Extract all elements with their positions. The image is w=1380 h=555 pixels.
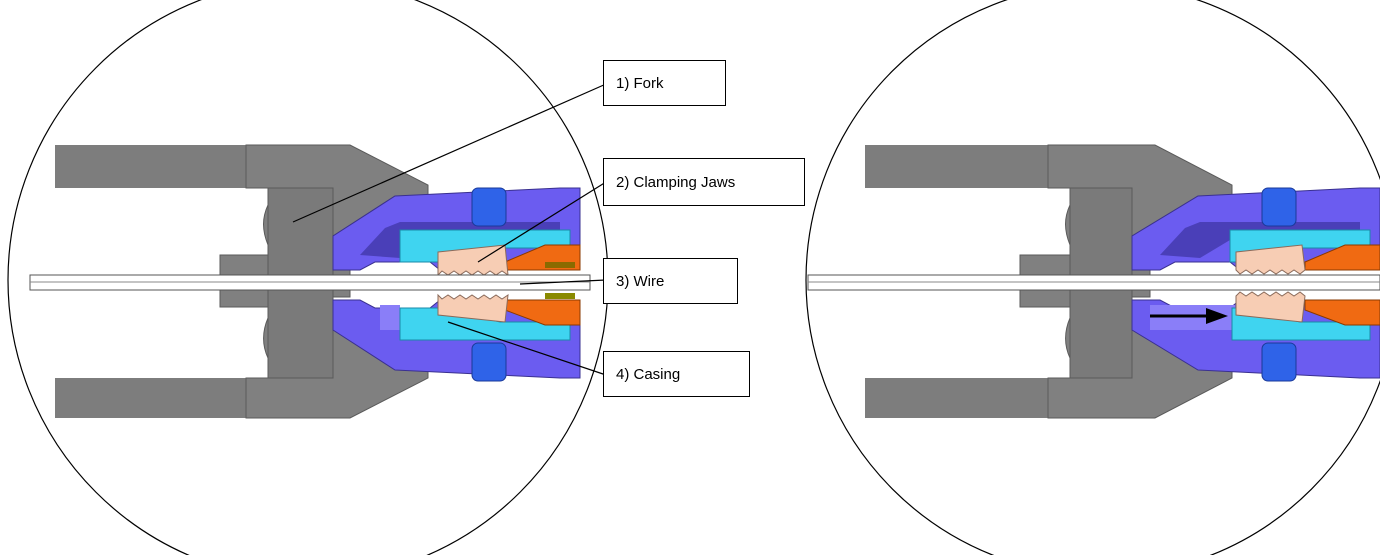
left-detail-view bbox=[29, 144, 591, 419]
fork-lower-prong-r bbox=[865, 378, 1055, 418]
leader-casing bbox=[447, 321, 607, 376]
callout-wire: 3) Wire bbox=[603, 258, 738, 304]
right-detail-view bbox=[807, 144, 1380, 419]
fork-upper-prong bbox=[55, 145, 246, 188]
right-detail-circle bbox=[805, 0, 1380, 555]
ring-upper bbox=[471, 187, 507, 227]
callout-clamping-jaws-label: 2) Clamping Jaws bbox=[616, 173, 736, 191]
ring-upper-r bbox=[1261, 187, 1297, 227]
leader-wire bbox=[519, 279, 607, 285]
nut-lower-slot bbox=[545, 293, 575, 299]
fork-lower-prong bbox=[55, 378, 246, 418]
clamping-jaw-upper bbox=[437, 244, 509, 277]
callout-casing-label: 4) Casing bbox=[616, 365, 681, 383]
nut-lower-r bbox=[1304, 299, 1380, 326]
clamping-jaw-upper-r bbox=[1235, 244, 1306, 275]
clamping-jaw-lower-r bbox=[1235, 291, 1306, 323]
leader-fork bbox=[292, 83, 607, 223]
casing-lower-highlight bbox=[380, 305, 400, 330]
clamping-jaw-lower bbox=[437, 293, 509, 323]
ring-lower-r bbox=[1261, 342, 1297, 382]
callout-fork: 1) Fork bbox=[603, 60, 726, 106]
ring-lower bbox=[471, 342, 507, 382]
callout-clamping-jaws: 2) Clamping Jaws bbox=[603, 158, 805, 206]
callout-wire-label: 3) Wire bbox=[616, 272, 665, 290]
leader-clamping-jaws bbox=[477, 181, 607, 263]
callout-fork-label: 1) Fork bbox=[616, 74, 664, 92]
right-arrow-icon bbox=[1150, 308, 1228, 324]
fork-upper-prong-r bbox=[865, 145, 1055, 188]
nut-upper-slot bbox=[545, 262, 575, 268]
callout-casing: 4) Casing bbox=[603, 351, 750, 397]
